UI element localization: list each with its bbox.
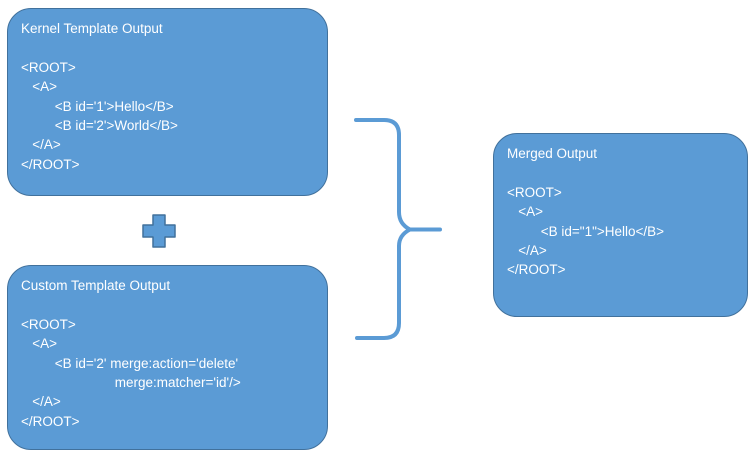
- custom-template-output-box: Custom Template Output <ROOT> <A> <B id=…: [7, 265, 328, 450]
- merged-box-code: <ROOT> <A> <B id="1">Hello</B> </A> </RO…: [507, 184, 665, 278]
- custom-box-title: Custom Template Output: [21, 278, 171, 293]
- kernel-box-title: Kernel Template Output: [21, 21, 163, 36]
- merged-box-title: Merged Output: [507, 146, 598, 161]
- kernel-template-output-box: Kernel Template Output <ROOT> <A> <B id=…: [7, 8, 328, 196]
- plus-icon: [142, 214, 176, 248]
- custom-box-code: <ROOT> <A> <B id='2' merge:action='delet…: [21, 316, 241, 429]
- merged-output-box: Merged Output <ROOT> <A> <B id="1">Hello…: [493, 133, 748, 317]
- kernel-box-code: <ROOT> <A> <B id='1'>Hello</B> <B id='2'…: [21, 59, 178, 172]
- right-curly-brace-icon: [354, 118, 412, 340]
